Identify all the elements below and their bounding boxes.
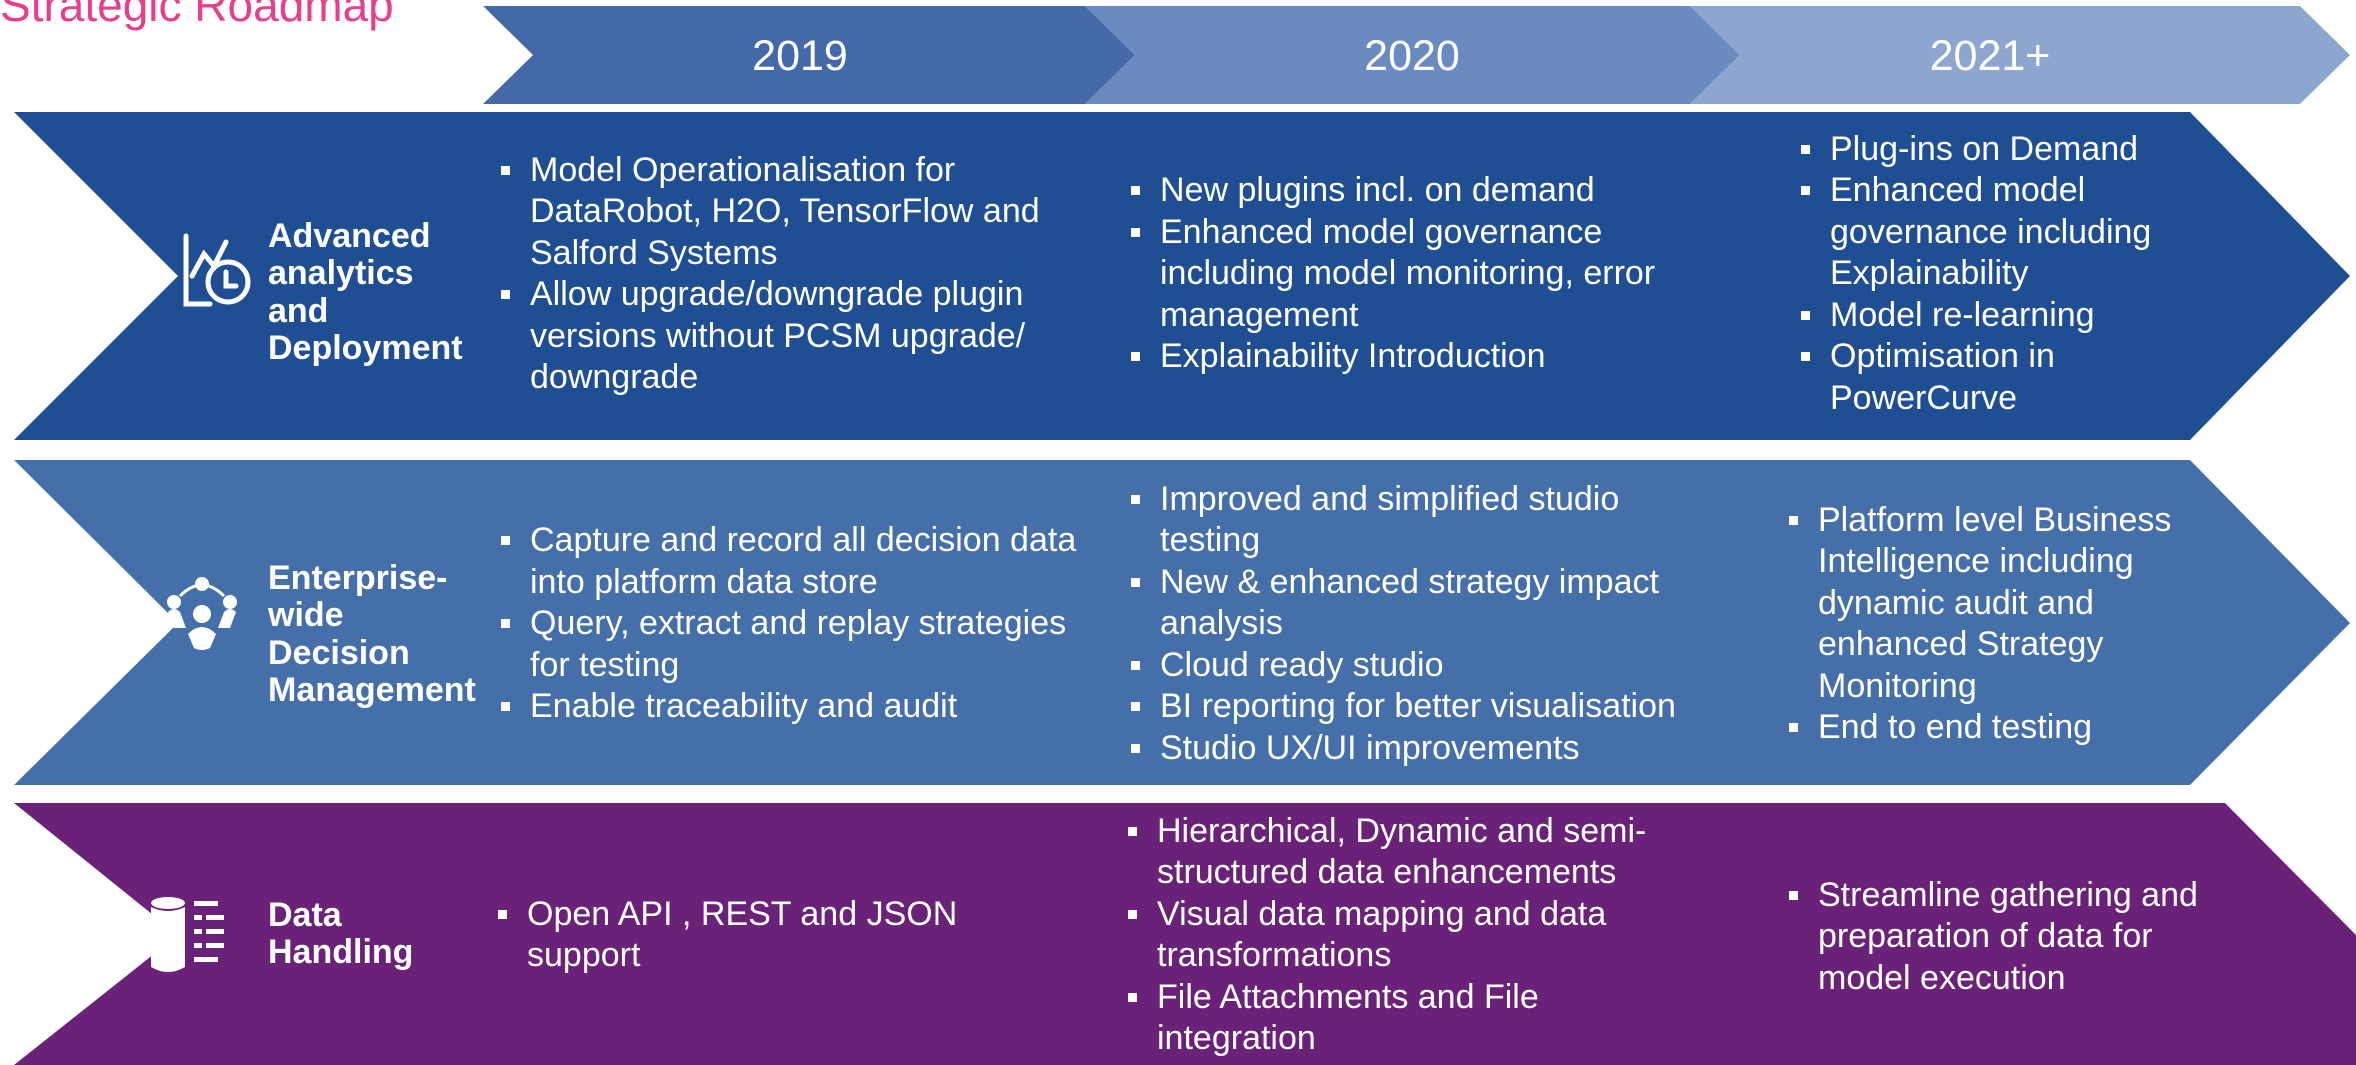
row-arrow-analytics (14, 112, 2350, 440)
decision-2020-list: Improved and simplified studio testing N… (1125, 468, 1715, 780)
list-item: Hierarchical, Dynamic and semi-structure… (1122, 811, 1692, 894)
decision-2019-list: Capture and record all decision data int… (495, 493, 1110, 755)
row-label-line: Advanced (268, 217, 431, 255)
list-item: Plug-ins on Demand (1795, 129, 2195, 171)
row-label-data-handling: Data Handling (268, 896, 414, 972)
list-item: File Attachments and File integration (1122, 977, 1692, 1060)
row-arrow-decision (14, 460, 2350, 785)
list-item: Query, extract and replay strategies for… (495, 603, 1110, 686)
year-label-2019: 2019 (752, 32, 848, 80)
list-item: Enhanced model governance including Expl… (1795, 170, 2195, 295)
list-item: Model re-learning (1795, 295, 2195, 337)
row-label-line: Handling (268, 933, 414, 972)
list-item: Cloud ready studio (1125, 645, 1715, 687)
list-item: Model Operationalisation for DataRobot, … (495, 150, 1095, 275)
year-label-2020: 2020 (1364, 32, 1460, 80)
data-handling-2020-list: Hierarchical, Dynamic and semi-structure… (1122, 808, 1692, 1062)
year-chevron-2021 (1690, 6, 2350, 104)
data-handling-2021-list: Streamline gathering and preparation of … (1783, 862, 2223, 1012)
list-item: BI reporting for better visualisation (1125, 686, 1715, 728)
list-item: Studio UX/UI improvements (1125, 728, 1715, 770)
list-item: Optimisation in PowerCurve (1795, 336, 2195, 419)
page-title: Strategic Roadmap (0, 0, 394, 31)
list-item: Capture and record all decision data int… (495, 520, 1110, 603)
list-item: Explainability Introduction (1125, 336, 1685, 378)
list-item: Enable traceability and audit (495, 686, 1110, 728)
list-item: Improved and simplified studio testing (1125, 479, 1715, 562)
people-network-icon (167, 577, 237, 650)
year-chevron-2019 (483, 6, 1135, 104)
list-item: Open API , REST and JSON support (492, 894, 1032, 977)
data-handling-2019-list: Open API , REST and JSON support (492, 868, 1032, 1002)
analytics-2021-list: Plug-ins on Demand Enhanced model govern… (1795, 126, 2195, 422)
row-label-line: Management (268, 671, 476, 710)
row-arrow-data (14, 803, 2356, 1065)
decision-2021-list: Platform level Business Intelligence inc… (1783, 478, 2183, 770)
row-label-line: and (268, 291, 329, 330)
row-label-analytics: Advanced analytics and Deployment (268, 217, 463, 368)
analytics-2020-list: New plugins incl. on demand Enhanced mod… (1125, 148, 1685, 400)
year-timeline-header (483, 6, 2350, 104)
row-label-line: Deployment (268, 329, 463, 368)
year-chevron-2020 (1085, 6, 1740, 104)
list-item: Enhanced model governance including mode… (1125, 212, 1685, 337)
list-item: End to end testing (1783, 707, 2183, 749)
list-item: New plugins incl. on demand (1125, 170, 1685, 212)
row-label-line: analytics (268, 254, 414, 293)
row-label-decision: Enterprise- wide Decision Management (268, 559, 476, 710)
year-label-2021: 2021+ (1929, 32, 2051, 80)
row-label-line: wide (268, 596, 344, 635)
row-label-line: Enterprise- (268, 559, 448, 597)
database-list-icon (151, 897, 224, 972)
list-item: New & enhanced strategy impact analysis (1125, 562, 1715, 645)
analytics-2019-list: Model Operationalisation for DataRobot, … (495, 148, 1095, 400)
row-label-line: Data (268, 896, 342, 934)
list-item: Allow upgrade/downgrade plugin versions … (495, 274, 1095, 399)
row-label-line: Decision (268, 633, 410, 672)
list-item: Visual data mapping and data transformat… (1122, 894, 1692, 977)
list-item: Platform level Business Intelligence inc… (1783, 500, 2183, 708)
analytics-chart-clock-icon (183, 233, 251, 307)
list-item: Streamline gathering and preparation of … (1783, 875, 2223, 1000)
